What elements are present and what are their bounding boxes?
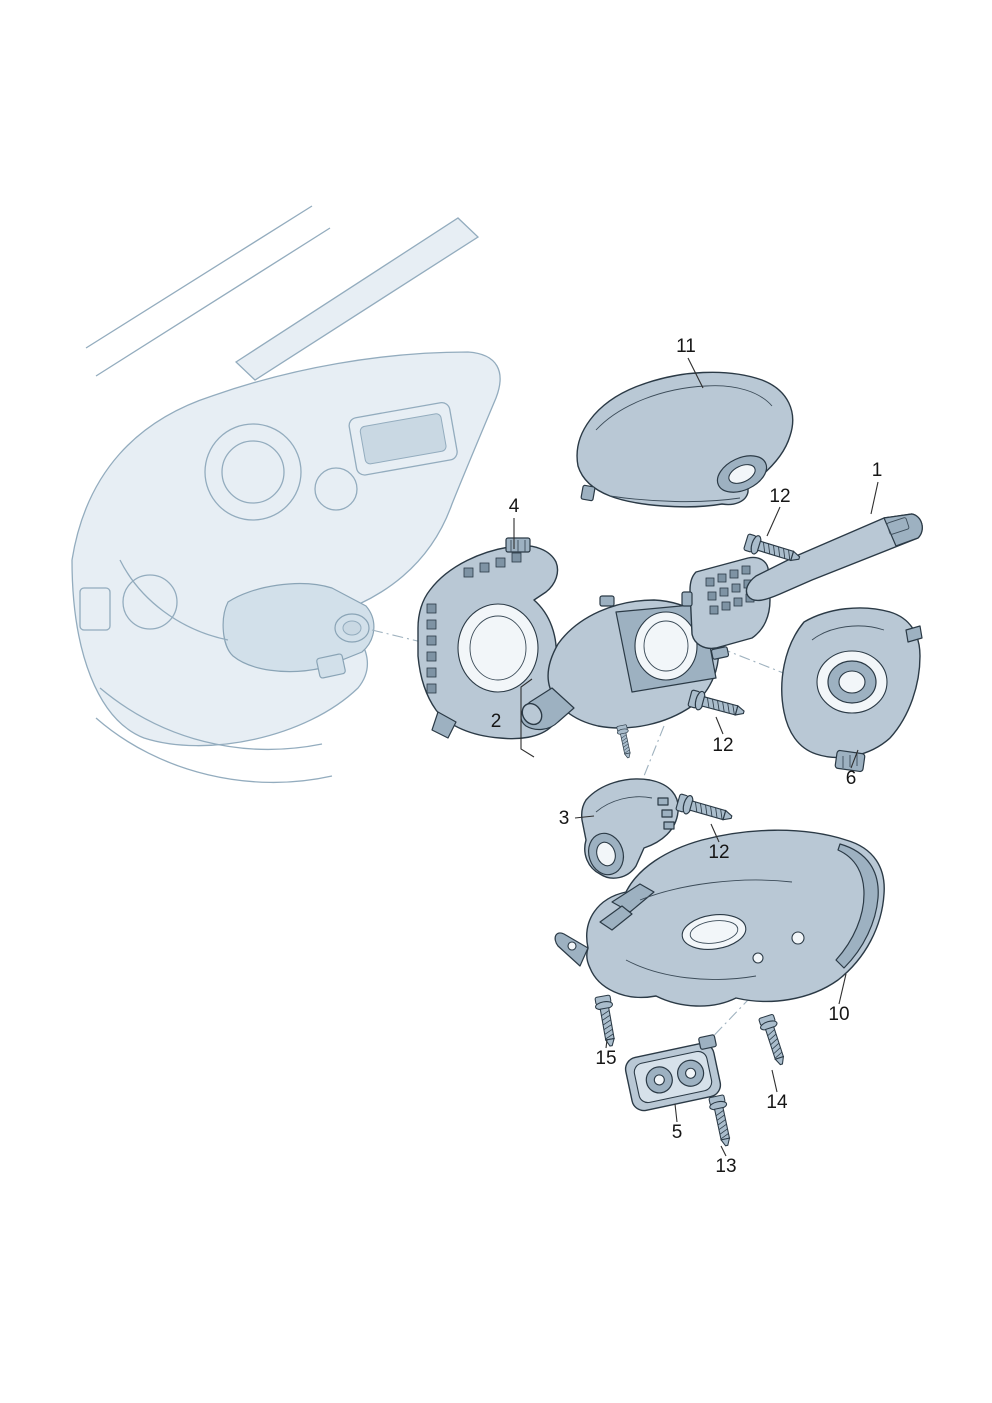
callout-12-lower[interactable]: 12	[708, 842, 729, 863]
part-4-switch-carrier	[417, 537, 560, 740]
carrier-perforations	[426, 552, 522, 694]
part-5-switch-module	[624, 1034, 722, 1112]
steering-column-stub	[222, 583, 375, 673]
ignition-key-slot	[342, 620, 362, 636]
callout-11[interactable]: 11	[676, 336, 696, 357]
headlight-switch-knob	[122, 574, 178, 630]
side-panel-sketch	[79, 587, 111, 631]
callout-6[interactable]: 6	[846, 768, 857, 789]
part-3-ignition-switch	[580, 778, 679, 879]
callout-10[interactable]: 10	[828, 1004, 849, 1025]
callout-4[interactable]: 4	[509, 496, 520, 517]
column-bracket-sketch	[316, 653, 346, 679]
screw-15	[593, 994, 621, 1048]
carrier-foot	[431, 711, 457, 739]
part-10-lower-column-shroud	[554, 829, 885, 1007]
screw-13	[707, 1093, 736, 1148]
stalk-button	[886, 517, 910, 535]
part-1-column-switch-lever	[681, 513, 923, 660]
callout-3[interactable]: 3	[559, 808, 570, 829]
shroud-mount-tab	[580, 484, 596, 502]
callout-2-bracket	[520, 678, 535, 758]
screw-14	[757, 1013, 791, 1068]
callout-5[interactable]: 5	[672, 1122, 683, 1143]
small-vent-circle	[314, 467, 358, 511]
dashboard-sketch	[71, 205, 501, 784]
callout-1[interactable]: 1	[872, 460, 883, 481]
part-11-upper-column-shroud	[576, 371, 794, 508]
callout-labels: 11 1 12 4 2 12 6 3 12 10 15 5 14 13	[491, 336, 883, 1177]
left-vent-inner-ring	[221, 440, 285, 504]
left-vent-circle	[204, 423, 302, 521]
instrument-cluster	[348, 402, 458, 476]
callout-14[interactable]: 14	[766, 1092, 788, 1113]
housing-small-screw	[615, 724, 635, 760]
switch-side-tab	[681, 591, 693, 607]
callout-2[interactable]: 2	[491, 711, 502, 732]
switch-bottom-clip	[710, 646, 730, 660]
screw-12-middle	[686, 688, 747, 723]
callout-12-middle[interactable]: 12	[712, 735, 733, 756]
clock-spring-tab	[905, 625, 923, 643]
lower-dash-line-2	[95, 717, 333, 784]
housing-mount-tab	[599, 595, 615, 607]
callout-12-top[interactable]: 12	[769, 486, 790, 507]
dash-crease-line	[119, 559, 229, 641]
callout-leader-lines	[513, 357, 879, 1157]
windshield-line	[85, 205, 313, 349]
screw-12-lower	[674, 792, 735, 827]
a-pillar-trim	[234, 217, 480, 381]
callout-13[interactable]: 13	[715, 1156, 736, 1177]
callout-15[interactable]: 15	[595, 1048, 616, 1069]
windshield-line-2	[95, 227, 331, 377]
stalk-end-cap	[883, 513, 923, 547]
switch-module-tab	[698, 1034, 717, 1050]
lower-dash-line-1	[99, 687, 323, 750]
part-6-clock-spring	[781, 607, 923, 773]
